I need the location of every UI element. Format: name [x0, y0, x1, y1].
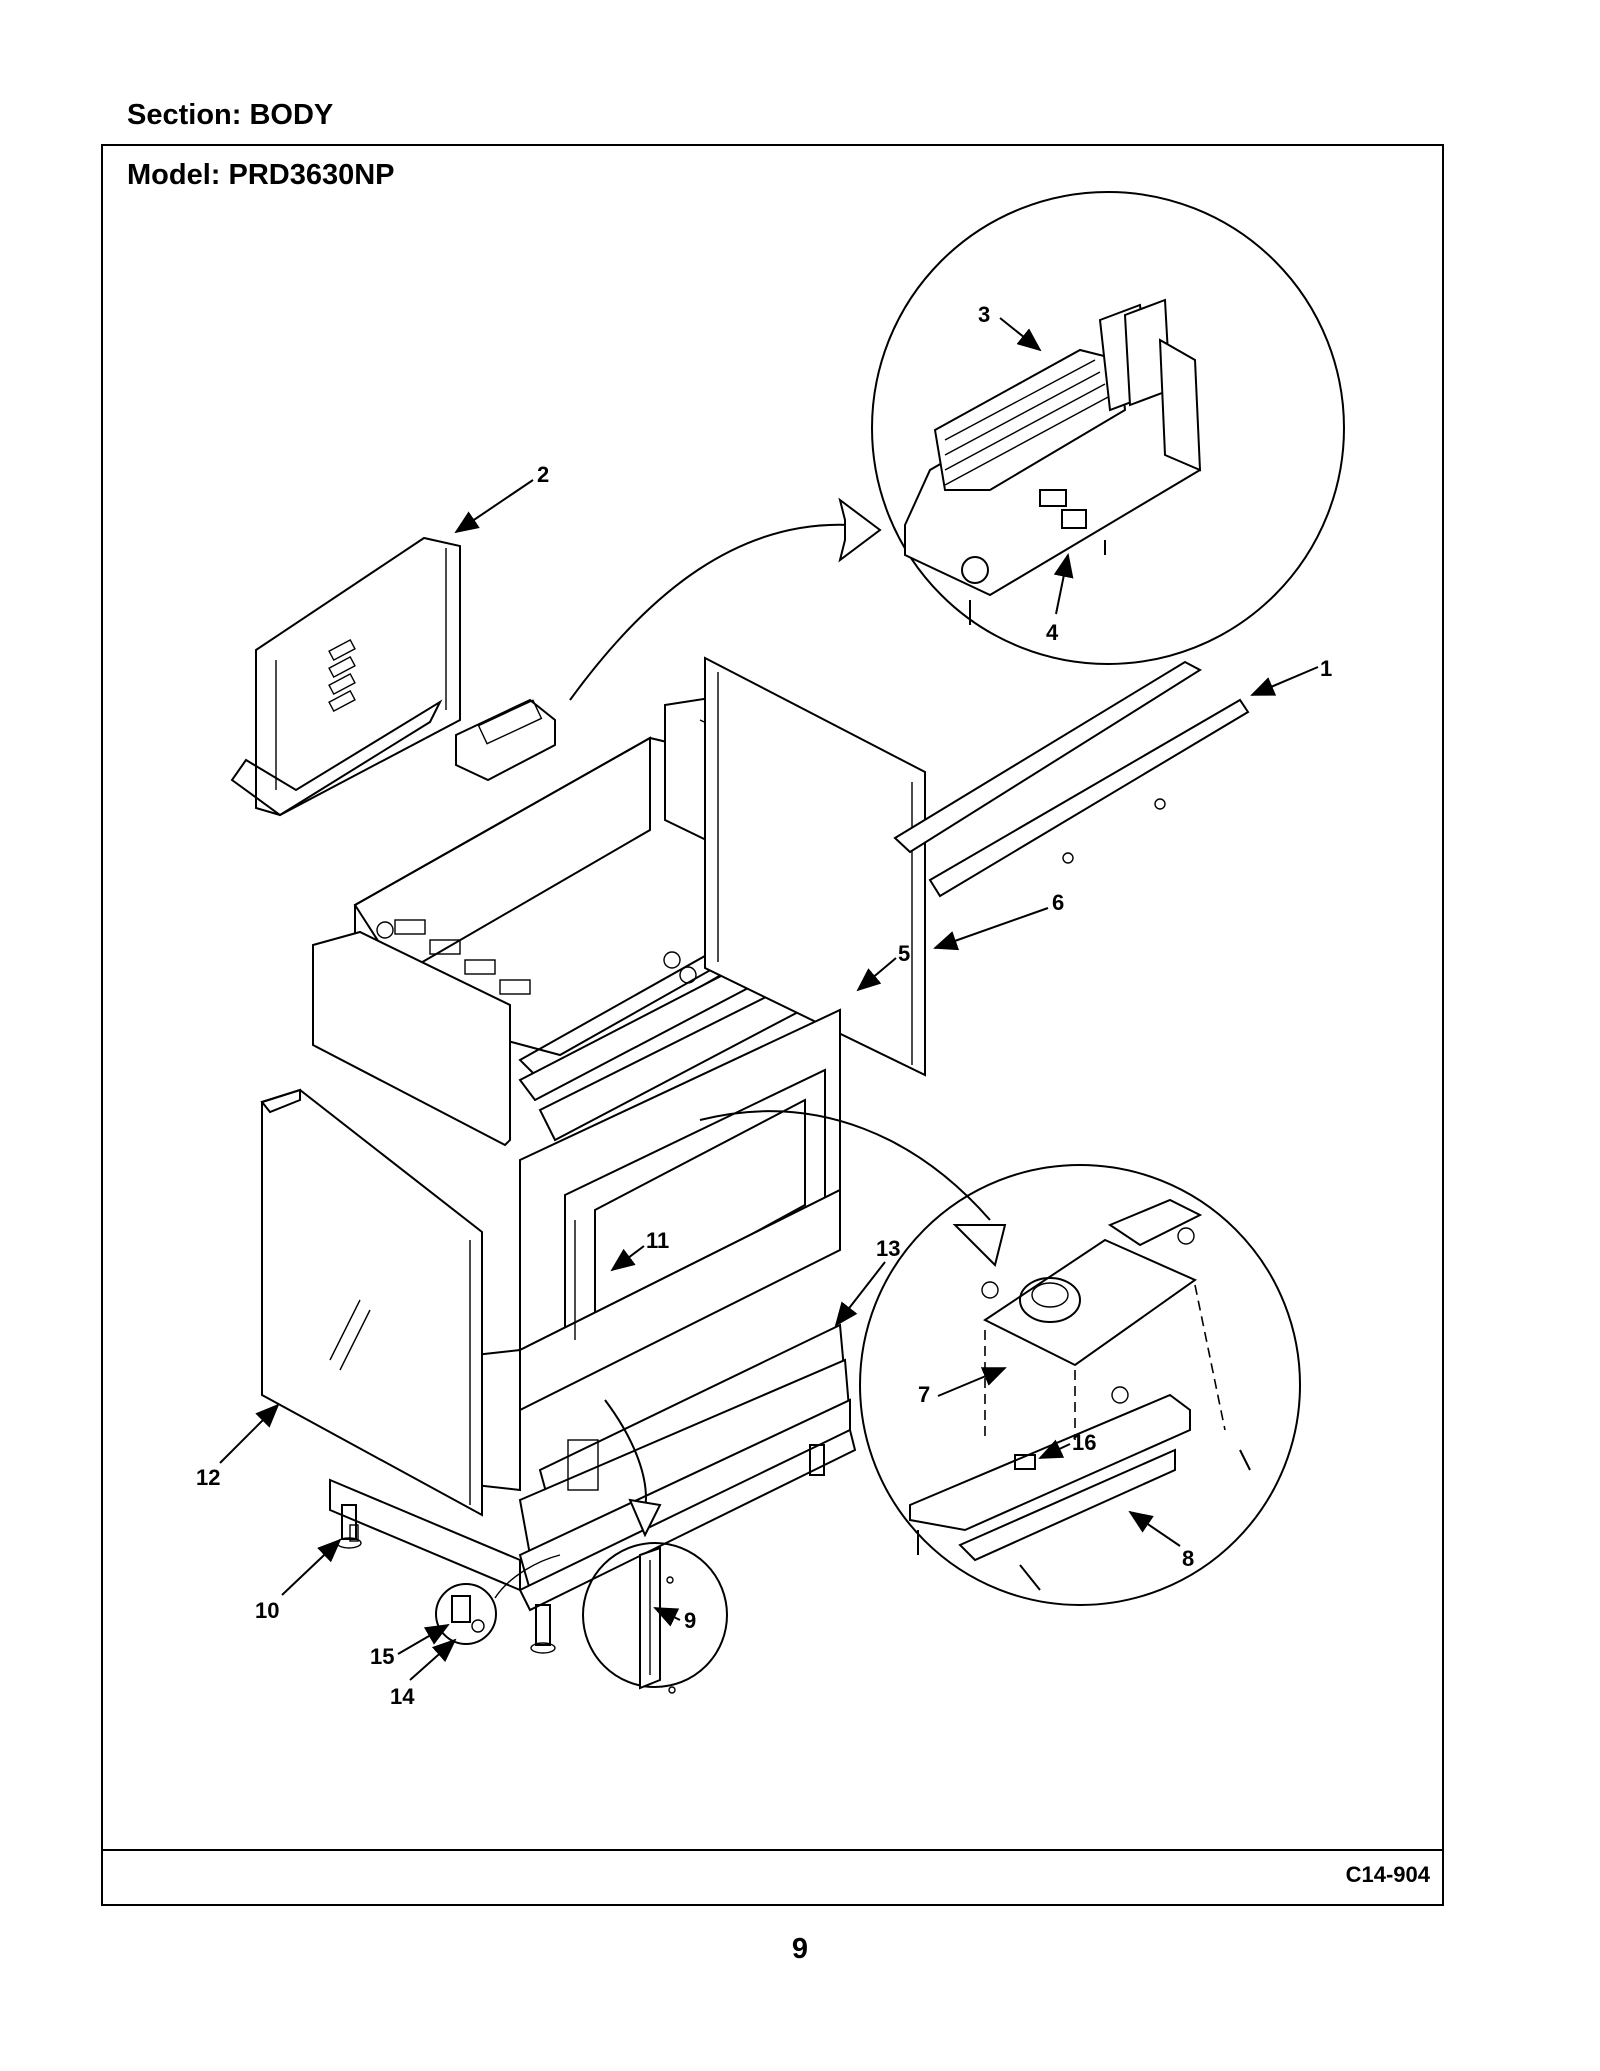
diagram-frame: [101, 144, 1444, 1906]
section-title: Section: BODY: [127, 99, 334, 131]
callout-15: 15: [370, 1644, 394, 1669]
callout-6: 6: [1052, 890, 1064, 915]
callout-5: 5: [898, 941, 910, 966]
detail-arrow-right: [699, 1110, 1007, 1267]
footer-divider: [101, 1849, 1444, 1851]
hinge-detail-circle: [582, 1542, 728, 1694]
leveler-detail-circle: [435, 1554, 561, 1645]
side-panel-part-12: [260, 1088, 483, 1517]
callout-11: 11: [646, 1228, 669, 1253]
callout-9: 9: [684, 1608, 696, 1633]
page-number: 9: [791, 1933, 809, 1965]
blower-small-view: [455, 698, 556, 782]
blower-detail-circle: [871, 191, 1345, 665]
callout-3: 3: [978, 302, 990, 327]
detail-arrow-bottom: [604, 1399, 662, 1538]
callout-14: 14: [390, 1684, 415, 1709]
model-title: Model: PRD3630NP: [127, 159, 395, 191]
detail-arrow-top: [569, 497, 882, 701]
callout-13: 13: [876, 1236, 900, 1261]
top-trim-part-1: [893, 660, 1250, 898]
callout-4: 4: [1046, 620, 1059, 645]
callout-16: 16: [1072, 1430, 1096, 1455]
callout-7: 7: [918, 1382, 930, 1407]
oven-lower-body: [474, 1008, 852, 1592]
rear-panel-part-2: [230, 536, 461, 817]
drawing-code: C14-904: [1345, 1862, 1430, 1887]
callout-2: 2: [537, 462, 549, 487]
callout-1: 1: [1320, 656, 1332, 681]
callout-10: 10: [255, 1598, 279, 1623]
motor-detail-circle: [859, 1164, 1301, 1606]
callout-8: 8: [1182, 1546, 1194, 1571]
callout-12: 12: [196, 1465, 220, 1490]
callout-leaders: [219, 317, 1319, 1681]
